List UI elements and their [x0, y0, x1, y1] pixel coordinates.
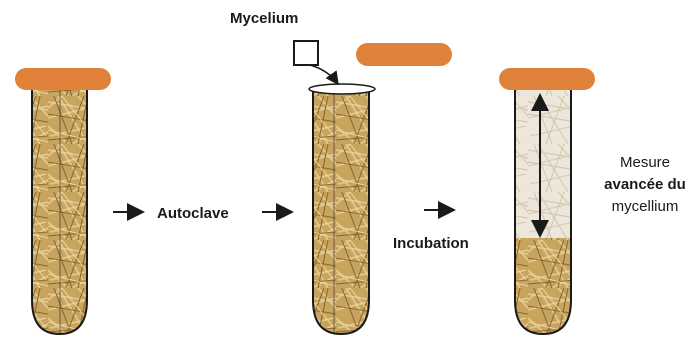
- measure-label-line-1: Mesure: [595, 152, 695, 174]
- tube-sterilized: [294, 41, 452, 334]
- measure-label: Mesure avancée du mycellium: [595, 152, 695, 218]
- incubation-label: Incubation: [393, 234, 469, 253]
- tube-raw-straw: [15, 68, 111, 334]
- inoculation-arrow: [310, 65, 338, 84]
- measure-label-line-3: mycellium: [595, 196, 695, 218]
- tube-opening: [309, 84, 375, 94]
- autoclave-label: Autoclave: [157, 204, 229, 223]
- tube-body: [313, 90, 369, 334]
- tube-cap: [499, 68, 595, 90]
- tube-colonized: [499, 68, 595, 338]
- measure-label-line-2: avancée du: [595, 174, 695, 196]
- tube-cap-removed: [356, 43, 452, 66]
- mycelium-label: Mycelium: [230, 9, 298, 28]
- tube-cap: [15, 68, 111, 90]
- square-icon: [294, 41, 318, 65]
